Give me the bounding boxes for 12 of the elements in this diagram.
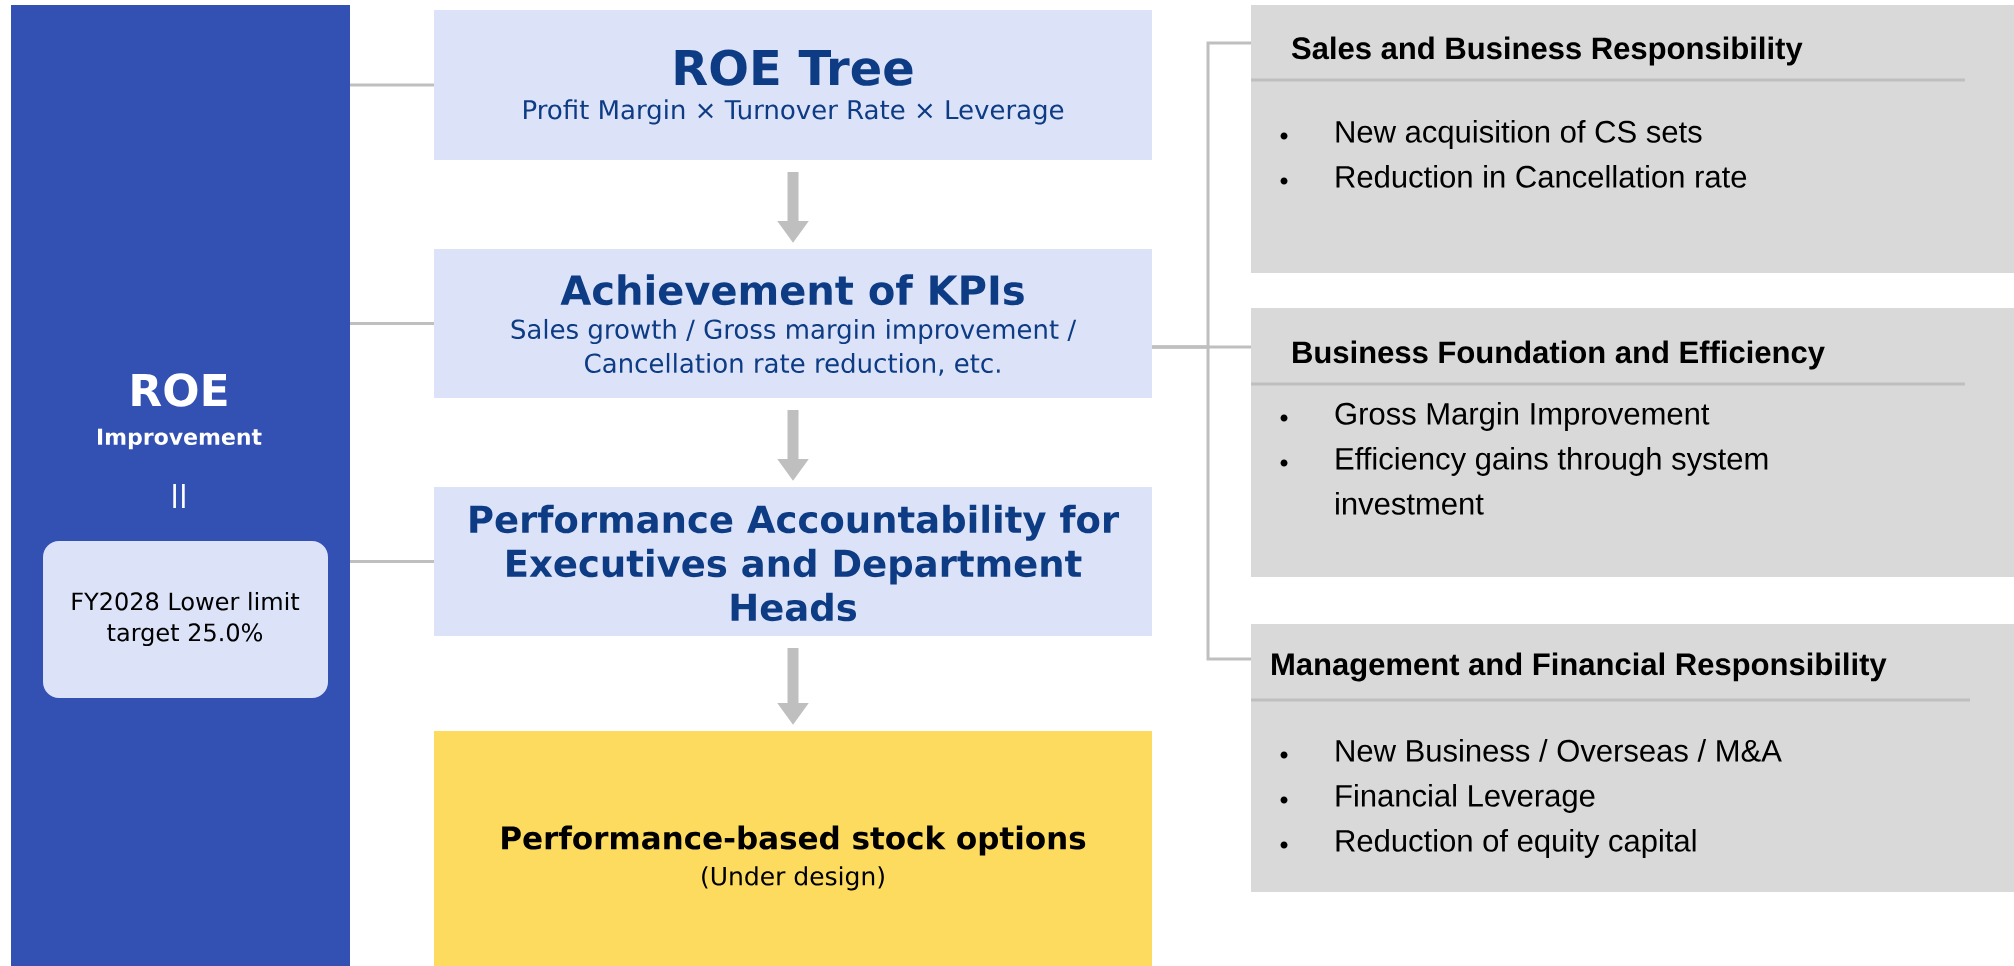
- category-box: Management and Financial Responsibility New Business / Overseas / M&A Financial Leverage Reduction of equity capital: [1251, 624, 2014, 892]
- bracket-line: [1152, 345, 1251, 661]
- category-box: Sales and Business Responsibility New acquisition of CS sets Reduction in Cancellation rate: [1251, 5, 2014, 273]
- step-box: ROE Tree Profit Margin × Turnover Rate × Leverage: [434, 10, 1152, 160]
- target-box: FY2028 Lower limit target 25.0%: [43, 541, 328, 698]
- step-box: Performance Accountability for Executives and Department Heads: [434, 487, 1152, 636]
- result-box: Performance-based stock options (Under design): [434, 731, 1152, 966]
- connector-line: [350, 560, 434, 563]
- connector-line: [350, 83, 434, 87]
- connector-line: [350, 322, 434, 325]
- step-box: Achievement of KPIs Sales growth / Gross margin improvement / Cancellation rate reduction, etc.: [434, 249, 1152, 398]
- category-box: Business Foundation and Efficiency Gross Margin Improvement Efficiency gains through system investment: [1251, 308, 2014, 577]
